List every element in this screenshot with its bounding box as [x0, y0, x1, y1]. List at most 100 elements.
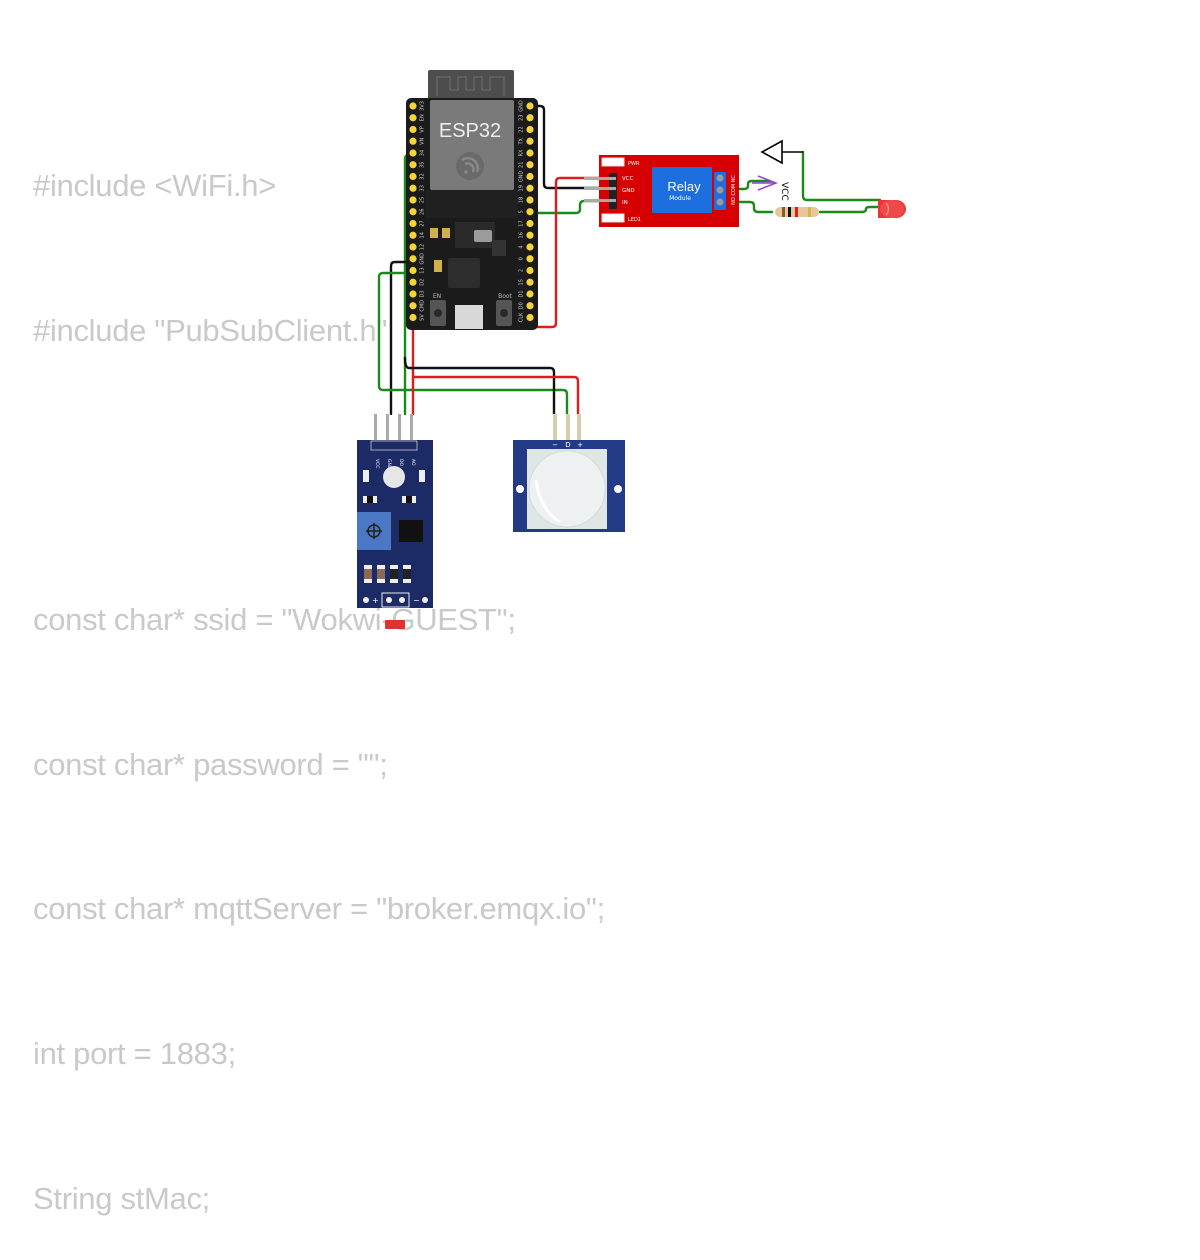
esp32-pin[interactable] — [409, 219, 417, 228]
pir-pin-d: D — [565, 441, 570, 449]
relay-title: Relay — [667, 179, 701, 194]
ldr-pin-gnd: GND — [386, 459, 392, 470]
esp32-pin-label: 23 — [519, 115, 525, 121]
red-led[interactable] — [878, 200, 906, 218]
code-line: const char* password = ""; — [33, 746, 388, 782]
esp32-pin[interactable] — [409, 149, 417, 157]
esp32-pin[interactable] — [409, 161, 417, 169]
esp32-pin-label: 34 — [420, 150, 426, 156]
esp32-pin-label: VP — [420, 126, 426, 132]
relay-subtitle: Module — [669, 195, 691, 202]
esp32-pin[interactable] — [409, 290, 417, 298]
esp32-pin[interactable] — [409, 196, 417, 204]
esp32-pin[interactable] — [526, 196, 534, 204]
ldr-minus: − — [413, 596, 420, 605]
esp32-pin-label: RX — [519, 149, 525, 156]
relay-terminal-no[interactable] — [716, 198, 724, 206]
relay-terminals-label: NO COM NC — [731, 175, 737, 205]
esp32-pin[interactable] — [409, 172, 417, 181]
esp32-pin-label: 27 — [420, 220, 426, 226]
espressif-logo-icon — [456, 152, 484, 180]
esp32-pin-label: D3 — [420, 290, 426, 297]
esp32-pin[interactable] — [409, 278, 417, 286]
esp32-pin[interactable] — [526, 255, 534, 263]
esp32-pin[interactable] — [409, 255, 417, 263]
wire-gnd-led[interactable] — [801, 150, 882, 202]
esp32-label: ESP32 — [439, 120, 501, 142]
esp32-pin-label: 3V3 — [420, 101, 426, 111]
esp32-pin[interactable] — [526, 137, 534, 145]
esp32-pin-label: EN — [420, 114, 426, 121]
relay-module[interactable]: Relay Module NO COM NC PWR LED1 VCC GND … — [584, 155, 739, 227]
wire-pir-vcc[interactable] — [411, 375, 580, 416]
relay-pin-vcc: VCC — [622, 176, 634, 182]
code-line: #include "PubSubClient.h" — [33, 313, 388, 348]
esp32-pin-label: D2 — [420, 279, 426, 286]
esp32-pin[interactable] — [526, 102, 534, 110]
wire-resistor-led[interactable] — [818, 205, 882, 214]
esp32-pin[interactable] — [526, 290, 534, 298]
esp32-pin[interactable] — [409, 243, 417, 251]
esp32-pin[interactable] — [526, 219, 534, 228]
wire-relay-no[interactable] — [725, 200, 774, 214]
esp32-pin-label: GND — [519, 100, 525, 112]
relay-terminal-nc[interactable] — [716, 174, 724, 182]
esp32-pin[interactable] — [409, 231, 417, 239]
esp32-pin[interactable] — [526, 243, 534, 251]
esp32-pin[interactable] — [526, 313, 534, 322]
esp32-pin-label: 18 — [519, 197, 525, 203]
ldr-sensor-module[interactable]: VCC GND DO AO + − — [357, 414, 433, 629]
code-line: const char* mqttServer = "broker.emqx.io… — [33, 891, 605, 927]
esp32-pin[interactable] — [526, 278, 534, 286]
esp32-pin-label: 35 — [420, 162, 426, 168]
esp32-pin-label: 22 — [519, 126, 525, 132]
esp32-pin[interactable] — [409, 313, 417, 322]
esp32-pin[interactable] — [526, 302, 534, 310]
esp32-pin-label: 26 — [420, 209, 426, 215]
relay-pwr-led-label: PWR — [628, 161, 640, 167]
esp32-pin[interactable] — [409, 266, 417, 275]
esp32-pin-label: 2 — [519, 269, 525, 272]
esp32-pin[interactable] — [409, 114, 417, 122]
ldr-pin-ao: AO — [410, 459, 416, 466]
usb-port[interactable] — [455, 305, 483, 329]
esp32-pin-label: 17 — [519, 220, 525, 226]
esp32-pin-label: 13 — [420, 267, 426, 273]
resistor[interactable] — [775, 207, 819, 217]
esp32-pin[interactable] — [526, 172, 534, 181]
pir-pin-plus: + — [577, 441, 583, 449]
relay-terminal-com[interactable] — [716, 186, 724, 194]
esp32-pin[interactable] — [409, 137, 417, 145]
wire-pir-gnd[interactable] — [403, 356, 556, 416]
esp32-pin[interactable] — [409, 125, 417, 134]
esp32-pin-label: 32 — [420, 173, 426, 179]
esp32-pin[interactable] — [409, 208, 417, 216]
esp32-pin-label: 16 — [519, 232, 525, 238]
pir-sensor-module[interactable]: − D + — [513, 414, 625, 532]
esp32-pin[interactable] — [409, 302, 417, 310]
esp32-pin-label: 19 — [519, 185, 525, 191]
esp32-pin[interactable] — [526, 161, 534, 169]
esp32-pin-label: 12 — [420, 244, 426, 250]
esp32-pin[interactable] — [526, 184, 534, 192]
esp32-pin[interactable] — [526, 231, 534, 239]
ldr-plus: + — [372, 596, 379, 605]
esp32-pin[interactable] — [526, 125, 534, 134]
esp32-pin[interactable] — [526, 114, 534, 122]
wire-signal-relay[interactable] — [524, 199, 606, 215]
esp32-board[interactable]: ESP32 EN Boot 3V3ENVPVN34353233252627141… — [406, 70, 538, 330]
esp32-pin[interactable] — [526, 266, 534, 275]
esp32-pin[interactable] — [409, 184, 417, 192]
relay-pin-gnd: GND — [622, 188, 635, 194]
wire-ldr-gnd[interactable] — [389, 260, 415, 416]
wire-pir-d[interactable] — [377, 271, 569, 416]
esp32-pin[interactable] — [526, 149, 534, 157]
wire-gnd-relay[interactable] — [524, 104, 606, 190]
esp32-pin[interactable] — [409, 102, 417, 110]
esp32-pin-label: 25 — [420, 197, 426, 203]
wire-relay-com[interactable] — [725, 179, 772, 191]
esp32-left-pin-header: 3V3ENVPVN343532332526271412GND13D2D3CMD5… — [409, 101, 426, 322]
esp32-pin[interactable] — [526, 208, 534, 216]
ldr-pin-do: DO — [398, 459, 404, 466]
